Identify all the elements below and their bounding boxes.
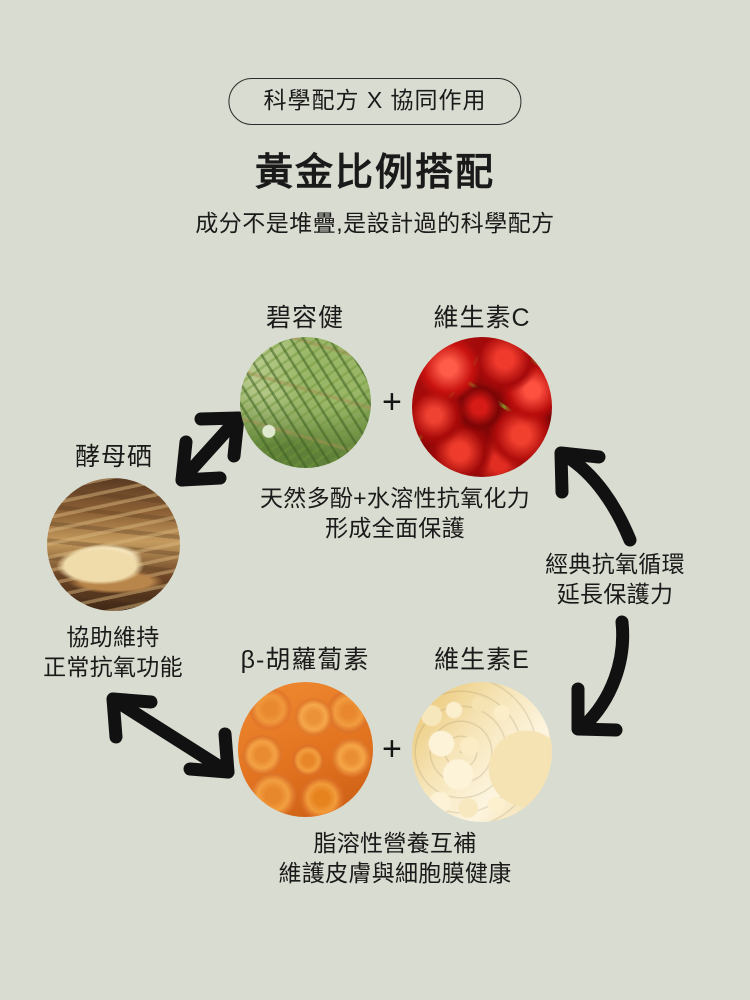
description-right: 經典抗氧循環 延長保護力 <box>485 549 745 610</box>
plus-icon-bottom: + <box>382 730 402 768</box>
description-right-line2: 延長保護力 <box>556 581 674 608</box>
node-label-vitamin-c: 維生素C <box>433 304 531 332</box>
pine-needles-photo <box>240 337 371 468</box>
description-right-line1: 經典抗氧循環 <box>545 551 685 577</box>
ingredient-image-cherries[interactable] <box>412 337 552 477</box>
description-left-line2: 正常抗氧功能 <box>43 654 183 681</box>
page-subtitle: 成分不是堆疊,是設計過的科學配方 <box>195 210 555 236</box>
description-top-line1: 天然多酚+水溶性抗氧化力 <box>259 485 531 511</box>
page-title: 黃金比例搭配 <box>254 152 495 194</box>
ingredient-image-pine[interactable] <box>240 337 371 468</box>
badge-pill: 科學配方 X 協同作用 <box>228 78 522 125</box>
node-label-vitamin-e: 維生素E <box>434 646 530 674</box>
description-bottom-line2: 維護皮膚與細胞膜健康 <box>278 860 512 887</box>
description-top-line2: 形成全面保護 <box>325 515 465 542</box>
arrow-cycle-up <box>554 446 637 547</box>
ingredient-image-yeast[interactable] <box>47 478 180 611</box>
yeast-powder-photo <box>47 478 180 611</box>
description-left-line1: 協助維持 <box>66 624 160 650</box>
description-left: 協助維持 正常抗氧功能 <box>0 622 323 683</box>
cherries-photo <box>412 337 552 477</box>
arrow-selenium-betacarotene <box>106 692 235 779</box>
ingredient-image-oil[interactable] <box>412 682 552 822</box>
description-top: 天然多酚+水溶性抗氧化力 形成全面保護 <box>185 483 605 544</box>
node-label-beta-carotene: β-胡蘿蔔素 <box>240 646 370 674</box>
arrow-selenium-pine <box>175 411 245 487</box>
node-label-pine: 碧容健 <box>265 304 344 332</box>
carrot-slices-photo <box>238 682 373 817</box>
description-bottom-line1: 脂溶性營養互補 <box>313 830 477 856</box>
ingredient-image-carrots[interactable] <box>238 682 373 817</box>
plus-icon-top: + <box>382 383 402 421</box>
arrow-cycle-down <box>571 615 630 737</box>
node-label-selenium: 酵母硒 <box>74 443 153 471</box>
oil-bubbles-photo <box>412 682 552 822</box>
description-bottom: 脂溶性營養互補 維護皮膚與細胞膜健康 <box>185 828 605 889</box>
